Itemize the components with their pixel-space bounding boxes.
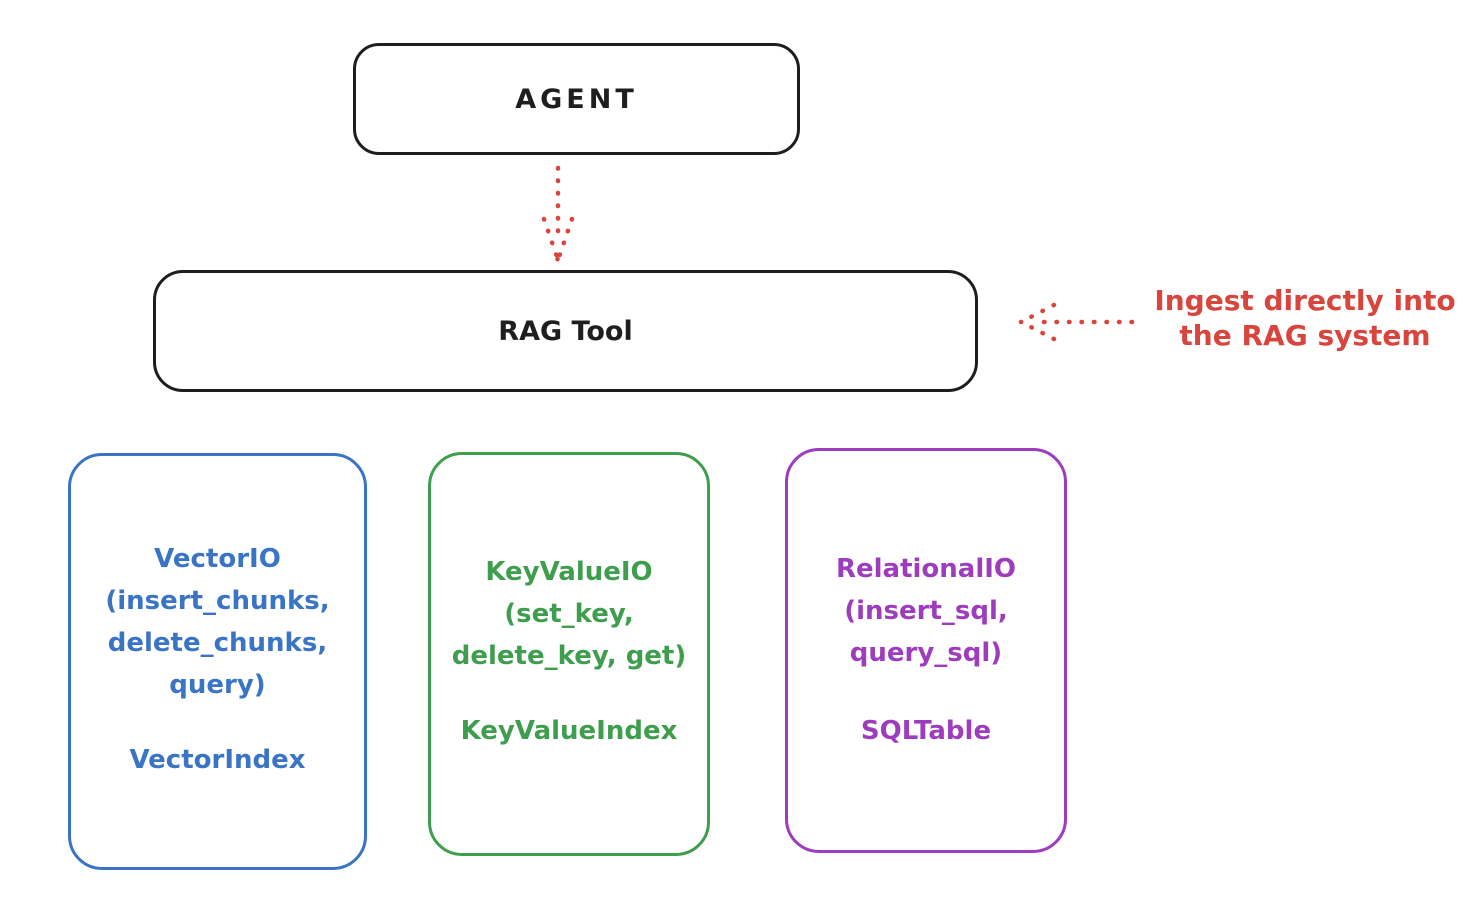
vector-io-line: (insert_chunks, [105, 586, 330, 616]
ingest-annotation-line-2: the RAG system [1179, 319, 1431, 352]
agent-to-ragtool-arrow [541, 165, 575, 262]
ingest-annotation-arrow [1018, 302, 1135, 342]
keyvalue-io-node: KeyValueIO (set_key, delete_key, get) Ke… [428, 452, 710, 856]
sql-table-label: SQLTable [860, 716, 992, 746]
keyvalue-index-label: KeyValueIndex [460, 716, 678, 746]
vector-io-line: VectorIO [154, 544, 281, 574]
agent-node: AGENT [353, 43, 800, 155]
ingest-annotation: Ingest directly into the RAG system [1140, 283, 1470, 353]
rag-tool-label: RAG Tool [498, 315, 633, 347]
relational-io-signature: RelationalIO (insert_sql, query_sql) [788, 548, 1064, 674]
keyvalue-io-signature: KeyValueIO (set_key, delete_key, get) [431, 551, 707, 677]
vector-index-label: VectorIndex [129, 745, 306, 775]
relational-io-line: query_sql) [849, 638, 1003, 668]
relational-io-line: RelationalIO [835, 554, 1017, 584]
keyvalue-io-line: delete_key, get) [451, 641, 687, 671]
ingest-annotation-line-1: Ingest directly into [1154, 284, 1456, 317]
vector-io-node: VectorIO (insert_chunks, delete_chunks, … [68, 453, 367, 870]
relational-io-line: (insert_sql, [844, 596, 1008, 626]
keyvalue-io-line: KeyValueIO [485, 557, 653, 587]
relational-io-node: RelationalIO (insert_sql, query_sql) SQL… [785, 448, 1067, 853]
vector-io-line: query) [169, 670, 266, 700]
vector-io-signature: VectorIO (insert_chunks, delete_chunks, … [71, 538, 364, 706]
rag-tool-node: RAG Tool [153, 270, 978, 392]
agent-label: AGENT [515, 83, 638, 115]
vector-io-line: delete_chunks, [107, 628, 328, 658]
keyvalue-io-line: (set_key, [504, 599, 634, 629]
